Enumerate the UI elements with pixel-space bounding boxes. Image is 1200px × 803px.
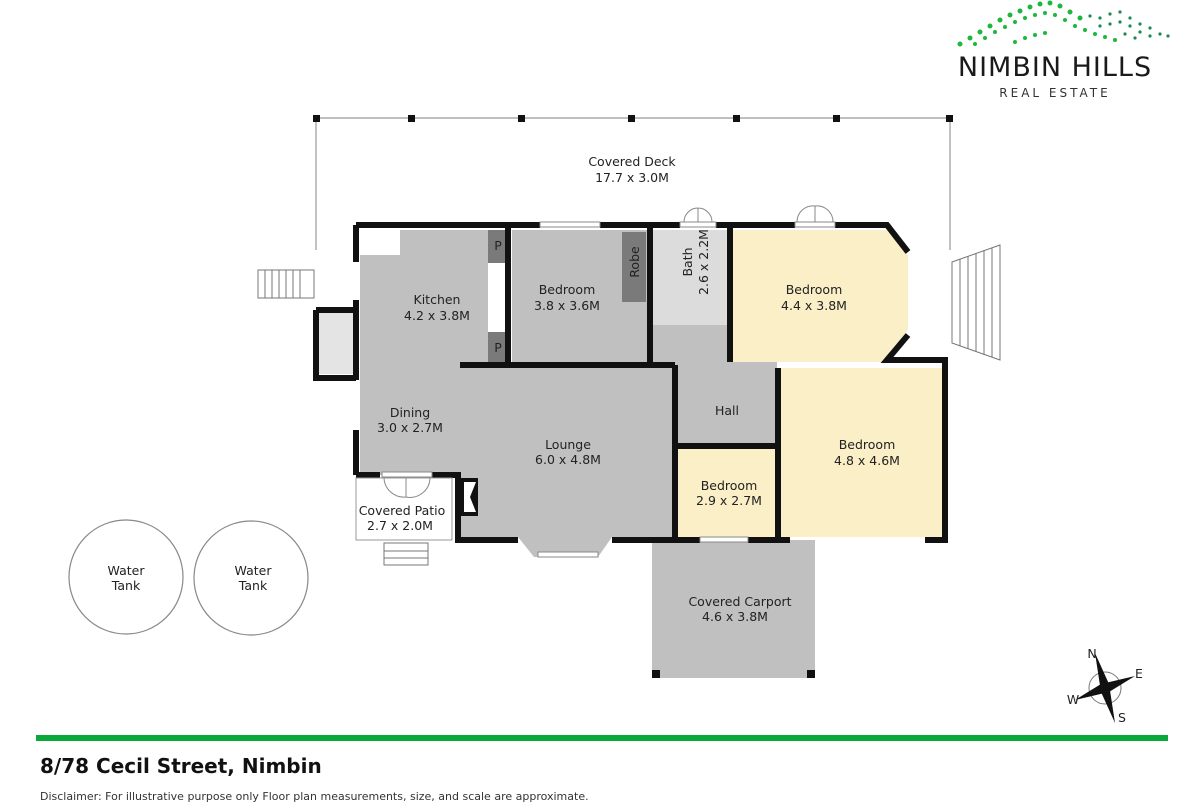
dining-name: Dining — [390, 405, 430, 420]
compass-w: W — [1067, 692, 1079, 707]
stairs-left — [257, 269, 315, 299]
stairs-patio — [383, 542, 429, 566]
covered-patio — [355, 477, 453, 541]
water-tank-2 — [193, 520, 309, 636]
hall-name: Hall — [715, 403, 739, 418]
covered-deck — [313, 115, 953, 250]
water-tank-1 — [68, 519, 184, 635]
tank1-line2: Tank — [111, 578, 141, 593]
walls — [313, 222, 948, 543]
compass-icon — [1075, 653, 1135, 723]
deck-name: Covered Deck — [588, 154, 676, 169]
bedroom1-name: Bedroom — [539, 282, 596, 297]
tank2-line2: Tank — [238, 578, 268, 593]
brand-logo: NIMBIN HILLS REAL ESTATE — [930, 0, 1180, 105]
carport-size: 4.6 x 3.8M — [702, 609, 768, 624]
brand-name: NIMBIN HILLS — [957, 52, 1153, 83]
kitchen-size: 4.2 x 3.8M — [404, 308, 470, 323]
compass-s: S — [1118, 710, 1126, 725]
bath-name: Bath — [680, 247, 695, 276]
deck-size: 17.7 x 3.0M — [595, 170, 669, 185]
accent-divider — [36, 735, 1168, 741]
bedroom2-name: Bedroom — [786, 282, 843, 297]
pantry-1: P — [494, 238, 502, 253]
bedroom4-size: 2.9 x 2.7M — [696, 493, 762, 508]
tank2-line1: Water — [235, 563, 273, 578]
carport-name: Covered Carport — [688, 594, 791, 609]
disclaimer: Disclaimer: For illustrative purpose onl… — [40, 790, 589, 803]
dining-size: 3.0 x 2.7M — [377, 420, 443, 435]
kitchen-name: Kitchen — [414, 292, 461, 307]
bedroom3-name: Bedroom — [839, 437, 896, 452]
bedroom3-size: 4.8 x 4.6M — [834, 453, 900, 468]
openings — [381, 205, 836, 558]
stairs-right — [951, 244, 1001, 361]
tank1-line1: Water — [108, 563, 146, 578]
lounge-size: 6.0 x 4.8M — [535, 452, 601, 467]
patio-size: 2.7 x 2.0M — [367, 518, 433, 533]
property-address: 8/78 Cecil Street, Nimbin — [40, 754, 322, 778]
patio-name: Covered Patio — [359, 503, 446, 518]
carport-posts — [652, 670, 815, 678]
robe-label: Robe — [627, 246, 642, 278]
compass-e: E — [1135, 666, 1143, 681]
bedroom4-name: Bedroom — [701, 478, 758, 493]
bedroom2-size: 4.4 x 3.8M — [781, 298, 847, 313]
brand-tagline: REAL ESTATE — [999, 86, 1111, 100]
compass-n: N — [1087, 646, 1096, 661]
bedroom1-size: 3.8 x 3.6M — [534, 298, 600, 313]
room-fills — [318, 230, 943, 678]
hills-dots-icon — [957, 0, 1170, 47]
pantry-2: P — [494, 340, 502, 355]
bath-size: 2.6 x 2.2M — [696, 229, 711, 295]
lounge-name: Lounge — [545, 437, 591, 452]
